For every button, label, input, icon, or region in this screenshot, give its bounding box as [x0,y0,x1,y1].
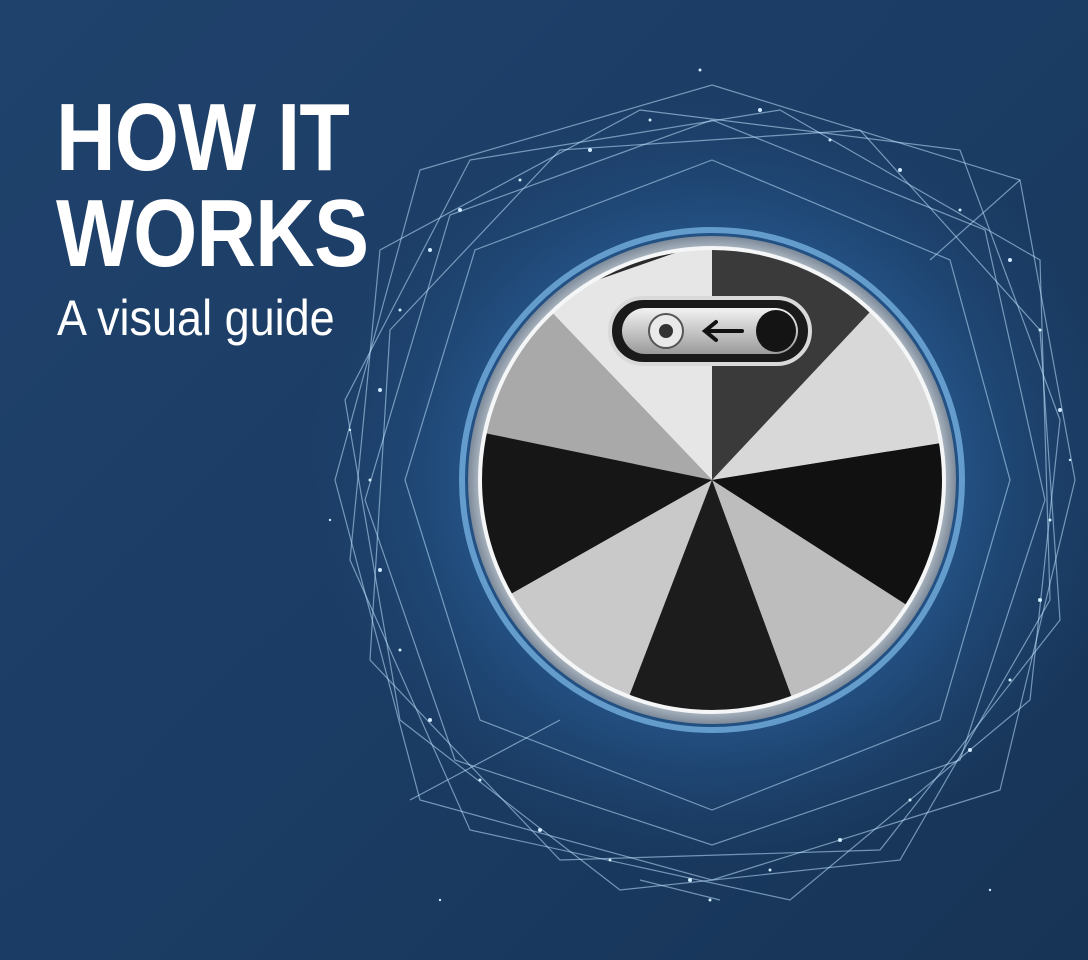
page-subtitle: A visual guide [57,290,335,346]
title-line-1: HOW IT [56,84,350,191]
arrow-left-icon [701,320,744,342]
page-title: HOW IT WORKS [56,84,369,287]
sparkle-particles [328,68,1072,902]
wireframe-lines [334,84,1076,901]
slider-switch [608,296,812,366]
title-line-2: WORKS [56,180,369,287]
